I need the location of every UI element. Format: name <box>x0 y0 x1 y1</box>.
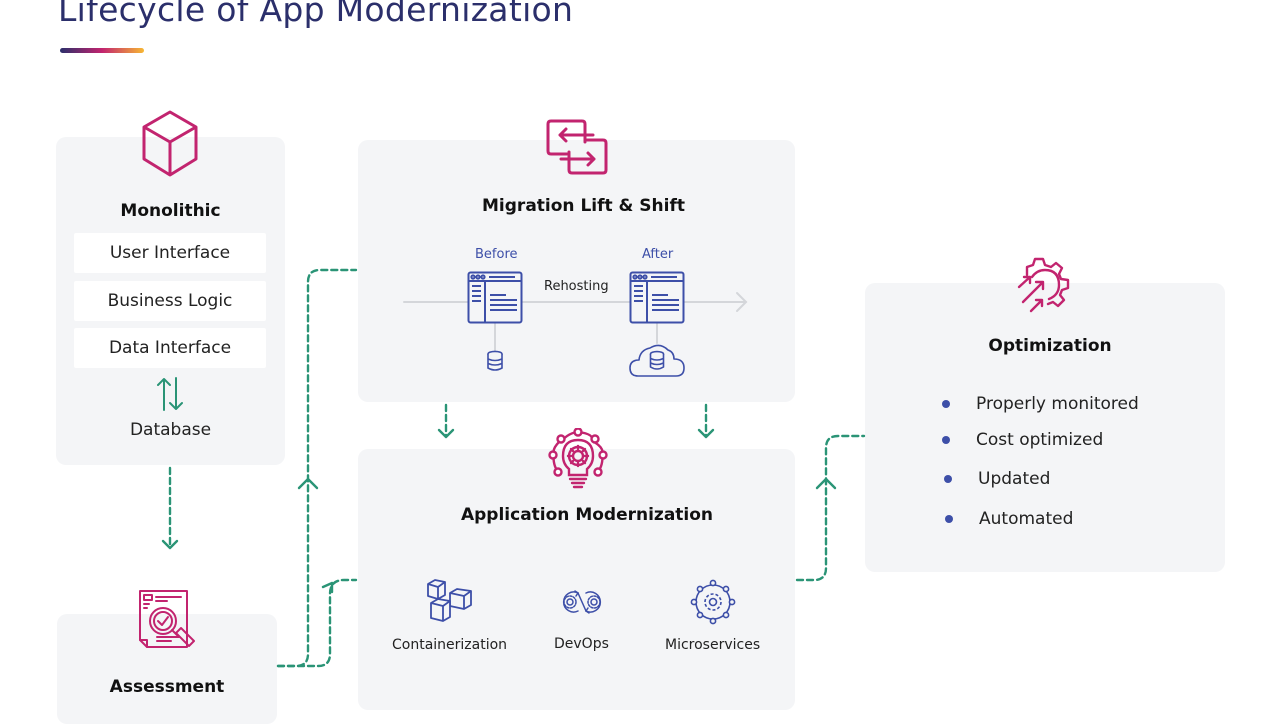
arrowhead-up <box>321 581 334 594</box>
bullet-item: Cost optimized <box>942 430 1103 450</box>
connector-assessment-to-migration <box>276 268 358 668</box>
rehosting-diagram <box>403 292 748 351</box>
browser-window-icon <box>467 271 523 324</box>
gear-network-icon <box>690 579 736 625</box>
assessment-title: Assessment <box>109 677 225 697</box>
layer-data-interface: Data Interface <box>74 328 266 368</box>
arrowhead-down <box>161 539 179 550</box>
swap-arrows-icon <box>546 119 608 175</box>
devops-label: DevOps <box>554 636 609 652</box>
cubes-icon <box>427 579 472 622</box>
rehosting-label: Rehosting <box>544 279 609 294</box>
after-label: After <box>642 247 674 262</box>
containerization-label: Containerization <box>392 637 508 653</box>
up-down-arrows-icon <box>157 377 183 411</box>
layer-user-interface: User Interface <box>74 233 266 273</box>
database-icon <box>487 350 503 371</box>
bullet-item: Properly monitored <box>942 394 1139 414</box>
bullet-text: Updated <box>978 469 1051 489</box>
devops-gears-icon <box>562 590 602 614</box>
assessment-card: Assessment <box>57 614 277 724</box>
microservices-label: Microservices <box>665 637 761 653</box>
arrowhead-down <box>697 428 715 439</box>
bullet-dot <box>945 515 953 523</box>
migration-card: Migration Lift & Shift Before After Reho… <box>358 140 795 402</box>
document-magnifier-check-icon <box>139 590 195 648</box>
lightbulb-gear-network-icon <box>548 428 608 489</box>
migration-title: Migration Lift & Shift <box>482 196 685 216</box>
before-label: Before <box>475 247 518 262</box>
optimization-title: Optimization <box>988 336 1112 356</box>
title-underline <box>60 48 144 53</box>
browser-window-icon <box>629 271 685 324</box>
layer-business-logic: Business Logic <box>74 281 266 321</box>
arrowhead-up <box>815 477 837 490</box>
bullet-dot <box>942 400 950 408</box>
bullet-text: Properly monitored <box>976 394 1139 414</box>
bullet-item: Automated <box>945 509 1073 529</box>
cloud-database-icon <box>629 344 685 377</box>
connector-assessment-to-appmod <box>276 578 358 668</box>
database-label: Database <box>129 420 212 440</box>
bullet-text: Automated <box>979 509 1074 529</box>
gear-arrows-icon <box>1017 257 1070 313</box>
cube-icon <box>142 110 198 177</box>
bullet-dot <box>944 475 952 483</box>
bullet-dot <box>942 436 950 444</box>
arrowhead-down <box>437 428 455 439</box>
optimization-card: Optimization Properly monitored Cost opt… <box>865 283 1225 572</box>
page-title: Lifecycle of App Modernization <box>58 0 574 29</box>
app-modernization-card: Application Modernization Containerizati… <box>358 449 795 710</box>
arrowhead-up <box>297 477 319 490</box>
monolithic-title: Monolithic <box>120 201 221 221</box>
app-modernization-title: Application Modernization <box>460 505 714 525</box>
bullet-item: Updated <box>944 469 1050 489</box>
monolithic-card: Monolithic User Interface Business Logic… <box>56 137 285 465</box>
bullet-text: Cost optimized <box>976 430 1104 450</box>
